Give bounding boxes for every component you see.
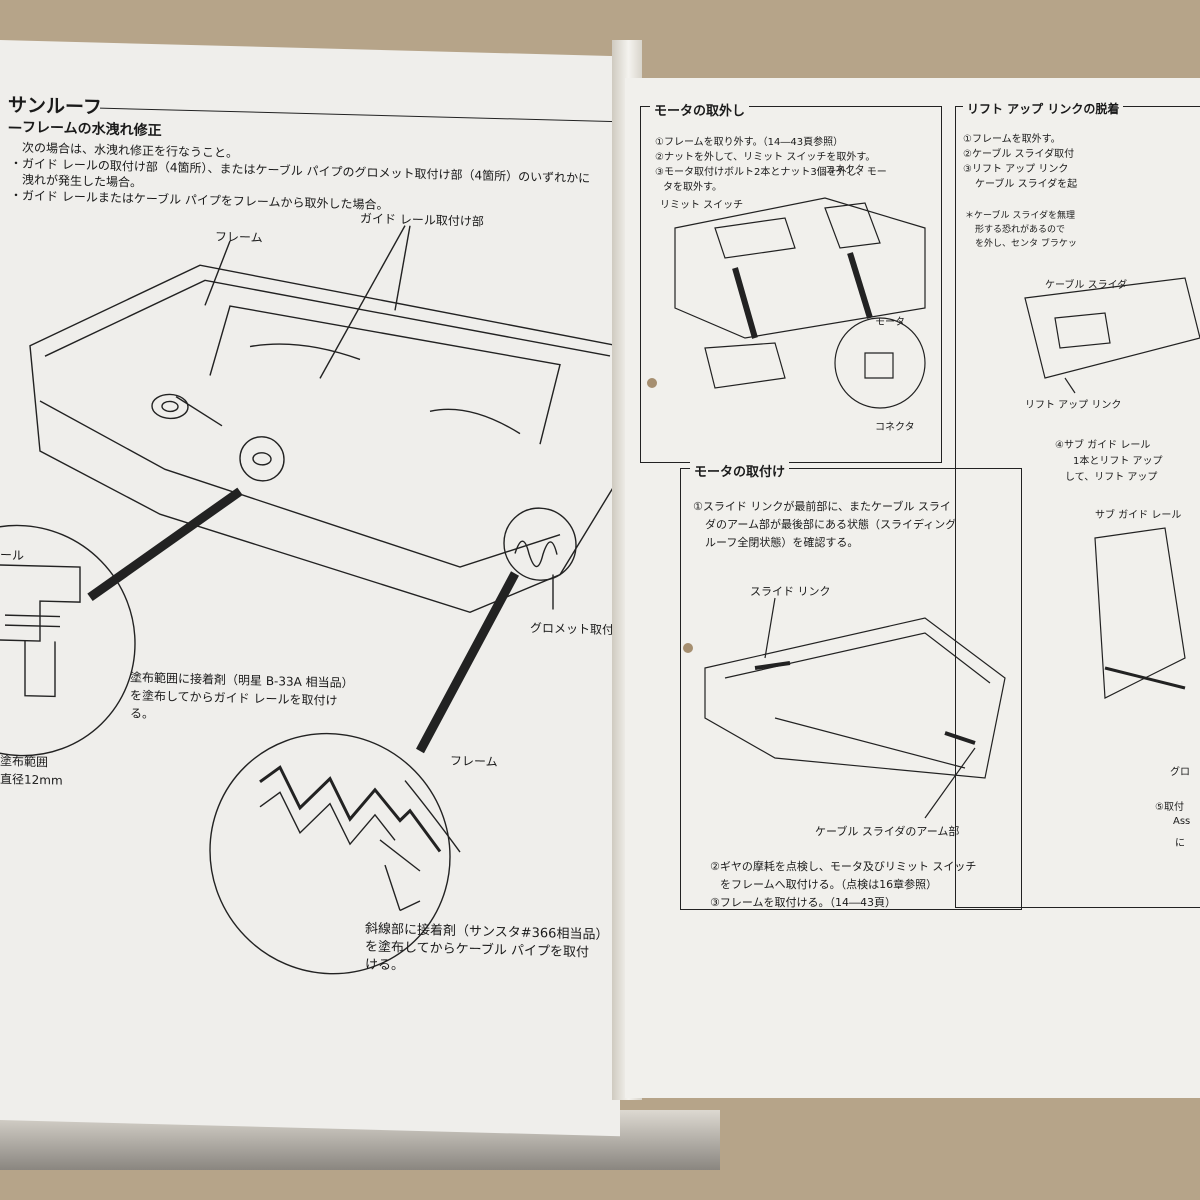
label-rail-fragment: ール xyxy=(0,548,25,563)
removal-step-2: ②ナットを外して、リミット スイッチを取外す。 xyxy=(655,152,876,163)
install-step1-line3: ルーフ全閉状態）を確認する。 xyxy=(705,536,859,549)
motor-install-title: モータの取付け xyxy=(690,461,790,480)
binding-hole xyxy=(647,378,657,388)
adhesive-note-3: る。 xyxy=(130,706,155,722)
label-cable-slider-arm: ケーブル スライダのアーム部 xyxy=(815,825,960,838)
removal-step-4: タを取外す。 xyxy=(663,182,722,193)
binding-hole xyxy=(683,643,693,653)
install-step1-line2: ダのアーム部が最後部にある状態（スライディング xyxy=(705,518,957,531)
label-connector-top: コネクタ xyxy=(825,165,865,176)
lift-note-2: 形する恐れがあるので xyxy=(975,225,1066,235)
lift-step-4: ケーブル スライダを起 xyxy=(975,179,1078,190)
removal-step-3: ③モータ取付けボルト2本とナット3個を外し、モー xyxy=(655,167,887,178)
lift-up-title: リフト アップ リンクの脱着 xyxy=(963,100,1124,117)
left-page: サンルーフ —フレームの水洩れ修正 次の場合は、水洩れ修正を行なうこと。 ・ガイ… xyxy=(0,40,638,1137)
frame-diagram xyxy=(0,225,620,975)
label-frame-detail: フレーム xyxy=(450,753,498,770)
sub-rail-step-3: して、リフト アップ xyxy=(1065,472,1158,483)
sub-rail-step-2: 1本とリフト アップ xyxy=(1073,456,1163,467)
fragment-gro: グロ xyxy=(1170,767,1190,778)
install-step3: ③フレームを取付ける。（14―43頁） xyxy=(710,896,897,909)
coating-range-label: 塗布範囲 xyxy=(0,754,49,770)
label-connector-bottom: コネクタ xyxy=(875,422,915,433)
label-cable-slider: ケーブル スライダ xyxy=(1045,280,1128,291)
label-frame: フレーム xyxy=(215,229,263,245)
lift-step-3: ③リフト アップ リンク xyxy=(963,164,1069,175)
install-step2-line2: をフレームへ取付ける。（点検は16章参照） xyxy=(720,878,938,891)
right-page: モータの取外し ①フレームを取り外す。（14―43頁参照） ②ナットを外して、リ… xyxy=(625,78,1200,1098)
install-step2-line1: ②ギヤの摩耗を点検し、モータ及びリミット スイッチ xyxy=(710,860,977,873)
install-step1-line1: ①スライド リンクが最前部に、またケーブル スライ xyxy=(693,500,951,513)
lift-note-3: を外し、センタ ブラケッ xyxy=(975,239,1077,249)
label-guide-rail-mount: ガイド レール取付け部 xyxy=(360,211,484,229)
label-limit-switch: リミット スイッチ xyxy=(660,200,744,211)
fragment-ass: Ass xyxy=(1173,816,1191,827)
label-motor: モータ xyxy=(875,317,905,328)
fragment-ni: に xyxy=(1175,838,1185,849)
motor-install-box xyxy=(680,468,1022,910)
lift-step-2: ②ケーブル スライダ取付 xyxy=(963,149,1075,160)
sub-rail-step-1: ④サブ ガイド レール xyxy=(1055,440,1151,451)
fragment-step5: ⑤取付 xyxy=(1155,802,1184,813)
motor-removal-title: モータの取外し xyxy=(650,100,750,119)
label-slide-link: スライド リンク xyxy=(750,585,831,598)
motor-removal-box xyxy=(640,106,942,463)
label-sub-guide-rail: サブ ガイド レール xyxy=(1095,510,1182,521)
lift-note-1: ＊ケーブル スライダを無理 xyxy=(965,211,1075,221)
right-diagrams xyxy=(674,197,1200,819)
label-lift-up-link: リフト アップ リンク xyxy=(1025,400,1122,411)
removal-step-1: ①フレームを取り外す。（14―43頁参照） xyxy=(655,137,844,148)
coating-diameter-label: 直径12mm xyxy=(0,772,63,788)
hatched-note-3: ける。 xyxy=(365,957,405,974)
lift-step-1: ①フレームを取外す。 xyxy=(963,134,1061,145)
